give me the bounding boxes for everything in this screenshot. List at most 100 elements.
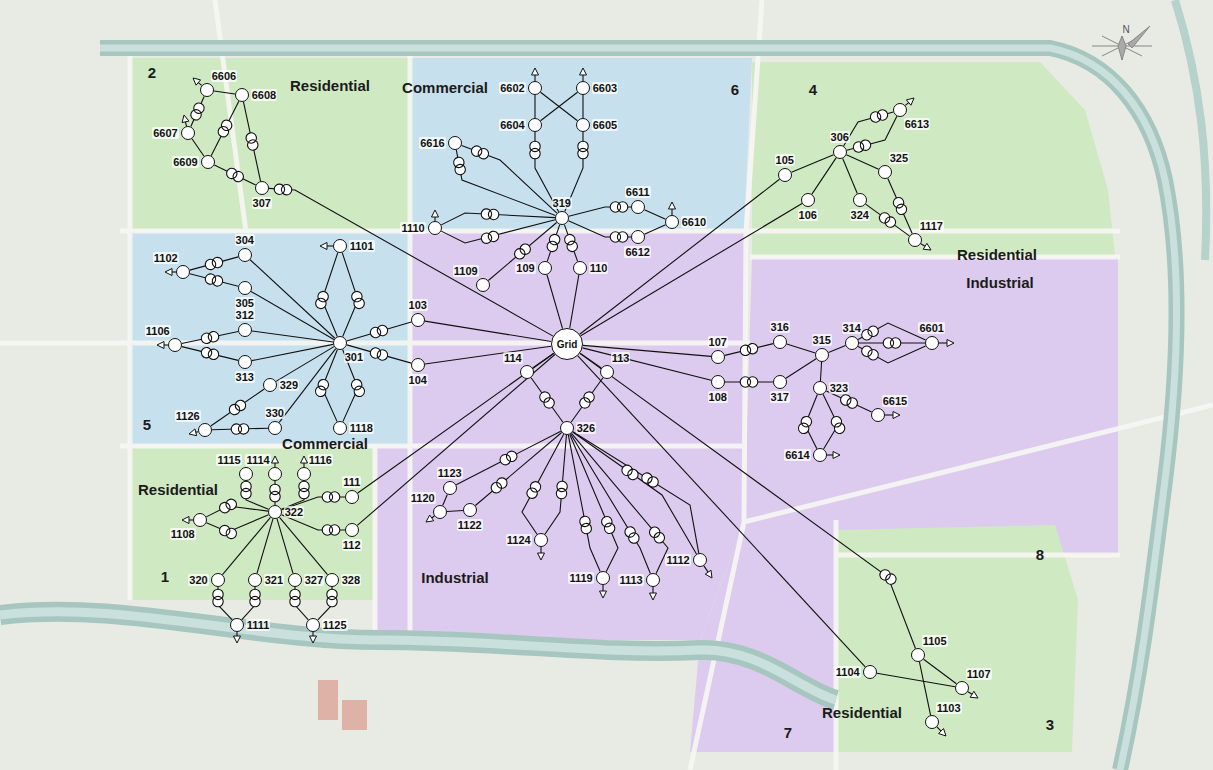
bus-node: 1106 <box>168 338 182 352</box>
node-number: 315 <box>812 334 832 346</box>
transformer-fill <box>241 488 251 498</box>
transformer-coil <box>329 525 339 535</box>
node-number: 1114 <box>245 454 270 466</box>
feeder-line <box>190 257 238 270</box>
transformer-symbol <box>327 589 337 607</box>
transformer-coil <box>542 396 557 411</box>
transformer-fill <box>746 342 759 355</box>
transformer-symbol <box>556 481 568 499</box>
load-head <box>580 68 587 75</box>
transformer-fill <box>250 596 260 606</box>
node-number: 6610 <box>681 216 707 228</box>
node-number: 317 <box>770 391 790 403</box>
load-stem <box>968 692 972 695</box>
load-arrow <box>600 585 607 598</box>
feeder-line <box>211 101 239 156</box>
transformer-fill <box>231 170 245 184</box>
river <box>0 612 836 700</box>
transformer-fill <box>578 396 593 411</box>
transformer-coil <box>892 196 906 210</box>
load-head <box>165 269 172 276</box>
node-number: 1120 <box>410 492 436 504</box>
load-arrow <box>885 412 900 419</box>
transformer-coil <box>530 148 540 158</box>
load-head <box>650 593 657 600</box>
transformer-coil <box>211 275 224 288</box>
node-number: 313 <box>235 371 255 383</box>
feeder-line <box>206 506 268 517</box>
bus-node: 329 <box>263 378 277 392</box>
feeder-line <box>222 517 270 574</box>
industrial-zone <box>375 232 746 640</box>
feeder-line <box>580 179 780 334</box>
node-number: 312 <box>235 309 255 321</box>
transformer-fill <box>376 349 389 362</box>
node-number: 1123 <box>437 467 463 479</box>
transformer-symbol <box>314 378 330 398</box>
bus-node: 1102 <box>176 265 190 279</box>
transformer-coil <box>739 344 752 357</box>
feeder-line <box>573 432 697 554</box>
transformer-symbol <box>620 463 640 482</box>
transformer-coil <box>852 141 865 154</box>
transformer-coil <box>327 596 337 606</box>
transformer-coil <box>200 332 212 344</box>
transformer-coil <box>353 385 367 399</box>
load-head <box>310 636 317 643</box>
bus-node: 110 <box>573 261 587 275</box>
node-number: 104 <box>408 374 428 386</box>
node-number: 320 <box>188 574 208 586</box>
node-number: 6613 <box>904 118 930 130</box>
feeder-line <box>786 359 816 378</box>
transformer-fill <box>646 475 660 489</box>
zone-label: 7 <box>784 725 792 741</box>
river <box>100 48 1177 770</box>
transformer-coil <box>890 338 900 348</box>
transformer-fill <box>314 385 328 399</box>
feeder-line <box>447 510 463 511</box>
transformer-fill <box>578 148 588 158</box>
feeder-line <box>475 433 561 506</box>
bus-node: 1113 <box>646 573 660 587</box>
load-arrow <box>193 78 202 85</box>
node-number: 112 <box>342 539 362 551</box>
transformer-coil <box>600 515 614 529</box>
road <box>836 553 1120 558</box>
feeder-line <box>580 353 916 648</box>
node-number: 1125 <box>322 619 348 631</box>
road <box>744 405 1213 522</box>
transformer-symbol <box>227 398 247 417</box>
load-stem <box>602 585 603 591</box>
node-number: 6602 <box>499 82 525 94</box>
transformer-coil <box>578 148 588 158</box>
load-arrow <box>939 340 954 347</box>
feeder-line <box>357 354 555 525</box>
transformer-fill <box>211 275 224 288</box>
node-number: 306 <box>830 131 850 143</box>
bus-node: 111 <box>345 490 359 504</box>
feeder-line <box>582 95 583 118</box>
transformer-coil <box>350 378 364 392</box>
transformer-fill <box>833 421 847 435</box>
transformer-fill <box>866 348 880 362</box>
bus-node: 6614 <box>813 448 827 462</box>
node-number: 110 <box>589 262 609 274</box>
load-head <box>939 729 946 736</box>
feeder-line <box>425 321 551 341</box>
transformer-coil <box>245 132 257 144</box>
transformer-coil <box>566 240 579 253</box>
node-number: 329 <box>279 379 299 391</box>
transformer-symbol <box>797 415 813 435</box>
bus-node: 109 <box>538 261 552 275</box>
transformer-coil <box>859 139 872 152</box>
bus-node: 6604 <box>528 118 542 132</box>
transformer-fill <box>626 467 640 481</box>
bus-node: 6607 <box>181 126 195 140</box>
feeder-line <box>441 220 555 243</box>
transformer-coil <box>833 421 847 435</box>
bus-node: 6609 <box>201 155 215 169</box>
transformer-fill <box>270 491 280 501</box>
bus-node: 6603 <box>576 81 590 95</box>
transformer-fill <box>883 215 898 230</box>
